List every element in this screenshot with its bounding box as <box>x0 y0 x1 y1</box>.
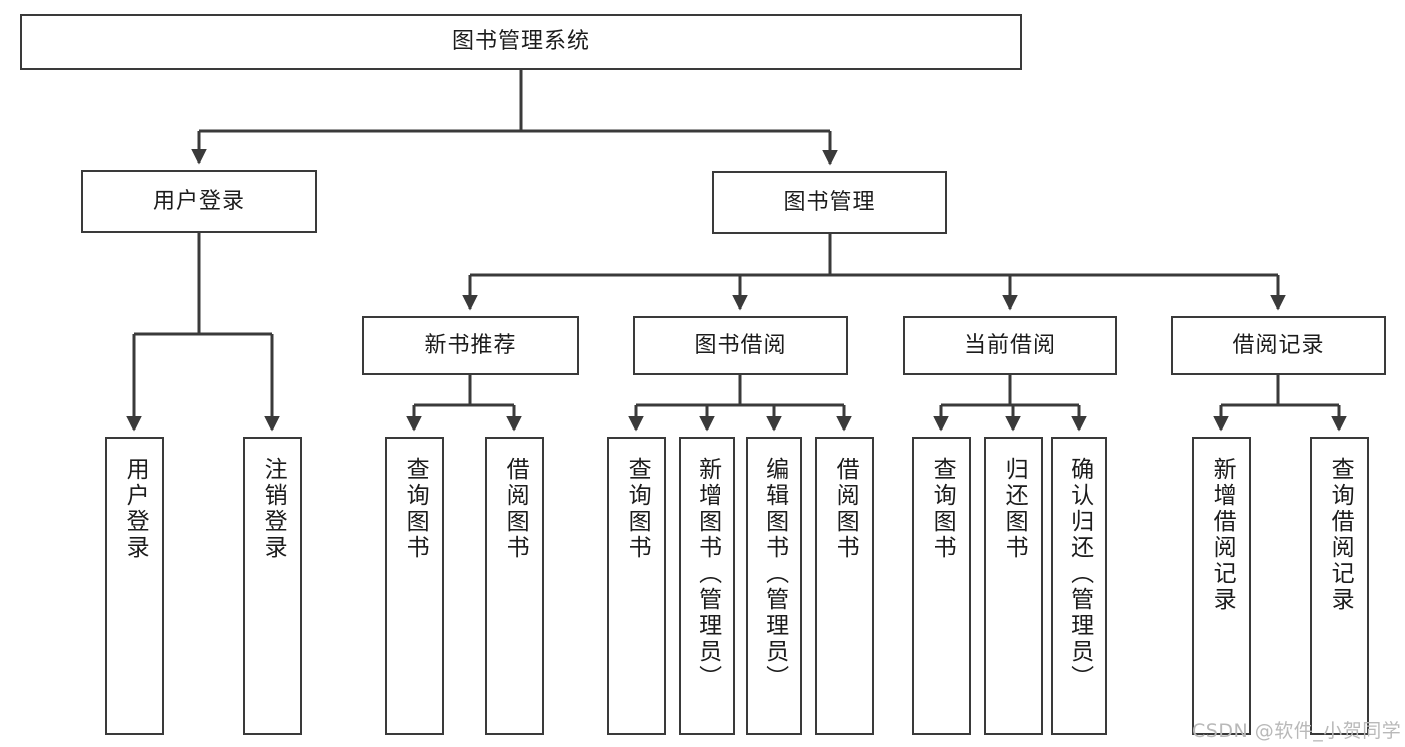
node-new-book-recommend[interactable]: 新书推荐 <box>362 316 579 375</box>
node-root[interactable]: 图书管理系统 <box>20 14 1022 70</box>
node-leaf-query-book-1[interactable]: 查询图书 <box>385 437 444 735</box>
node-root-label: 图书管理系统 <box>451 29 590 55</box>
node-book-manage[interactable]: 图书管理 <box>712 171 947 234</box>
node-current-borrow[interactable]: 当前借阅 <box>903 316 1117 375</box>
node-leaf-borrow-book-1-label: 借阅图书 <box>502 457 529 561</box>
node-leaf-query-book-2-label: 查询图书 <box>624 457 651 561</box>
node-leaf-return-book-label: 归还图书 <box>1001 457 1028 561</box>
node-leaf-query-book-2[interactable]: 查询图书 <box>607 437 666 735</box>
node-leaf-edit-book[interactable]: 编辑图书（管理员） <box>746 437 802 735</box>
node-current-borrow-label: 当前借阅 <box>963 332 1056 358</box>
node-leaf-return-book[interactable]: 归还图书 <box>984 437 1043 735</box>
node-leaf-user-login-label: 用户登录 <box>122 457 149 561</box>
node-book-borrow-label: 图书借阅 <box>694 332 787 358</box>
node-leaf-query-book-3-label: 查询图书 <box>929 457 956 561</box>
node-leaf-logout[interactable]: 注销登录 <box>243 437 302 735</box>
node-leaf-edit-book-label: 编辑图书（管理员） <box>761 457 788 691</box>
node-leaf-borrow-book-2[interactable]: 借阅图书 <box>815 437 874 735</box>
node-leaf-query-book-1-label: 查询图书 <box>402 457 429 561</box>
node-leaf-confirm-return[interactable]: 确认归还（管理员） <box>1051 437 1107 735</box>
node-leaf-add-book-label: 新增图书（管理员） <box>694 457 721 691</box>
node-book-borrow[interactable]: 图书借阅 <box>633 316 848 375</box>
node-new-book-recommend-label: 新书推荐 <box>424 332 517 358</box>
node-leaf-user-login[interactable]: 用户登录 <box>105 437 164 735</box>
node-leaf-query-book-3[interactable]: 查询图书 <box>912 437 971 735</box>
csdn-watermark: CSDN @软件_小贺同学 <box>1192 720 1402 742</box>
node-leaf-borrow-book-1[interactable]: 借阅图书 <box>485 437 544 735</box>
node-book-manage-label: 图书管理 <box>783 189 876 215</box>
node-leaf-add-book[interactable]: 新增图书（管理员） <box>679 437 735 735</box>
node-leaf-add-record[interactable]: 新增借阅记录 <box>1192 437 1251 735</box>
node-borrow-record[interactable]: 借阅记录 <box>1171 316 1386 375</box>
node-leaf-query-record-label: 查询借阅记录 <box>1327 457 1354 613</box>
node-leaf-query-record[interactable]: 查询借阅记录 <box>1310 437 1369 735</box>
node-user-login-label: 用户登录 <box>152 188 245 214</box>
node-user-login[interactable]: 用户登录 <box>81 170 317 233</box>
node-leaf-logout-label: 注销登录 <box>260 457 287 561</box>
node-leaf-add-record-label: 新增借阅记录 <box>1209 457 1236 613</box>
node-leaf-confirm-return-label: 确认归还（管理员） <box>1066 457 1093 691</box>
node-borrow-record-label: 借阅记录 <box>1232 332 1325 358</box>
node-leaf-borrow-book-2-label: 借阅图书 <box>832 457 859 561</box>
